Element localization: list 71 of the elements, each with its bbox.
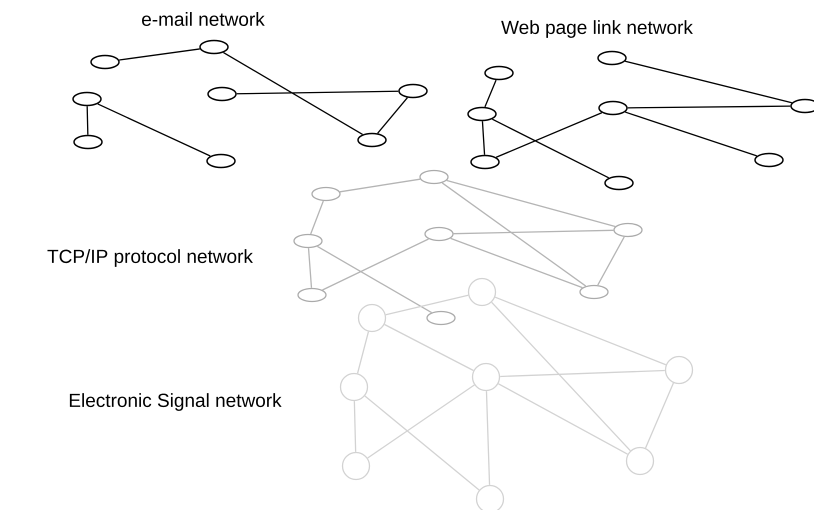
network-node [426, 310, 456, 326]
network-node [311, 186, 341, 202]
connector-line [442, 182, 586, 287]
connector-line [317, 246, 432, 314]
network-title: e-mail network [142, 12, 265, 26]
network-title: Web page link network [501, 20, 693, 38]
network-title: TCP/IP protocol network [47, 249, 253, 267]
connector-line [492, 118, 609, 178]
network-node [72, 92, 102, 106]
network-title: Electronic Signal network [70, 393, 282, 411]
network-node [342, 452, 370, 480]
network-node [90, 54, 120, 70]
network-node [470, 154, 500, 170]
connector-line [500, 370, 665, 378]
network-node [358, 304, 386, 332]
connector-line [597, 236, 625, 286]
connector-line [97, 103, 211, 157]
connector-line [377, 97, 408, 134]
connector-line [119, 48, 200, 61]
connector-line [322, 238, 429, 291]
connector-line [364, 395, 480, 490]
connector-line [86, 106, 88, 135]
connector-line [498, 383, 628, 455]
network-node [476, 484, 504, 510]
connector-line [354, 401, 356, 452]
connector-line [625, 60, 792, 104]
connector-line [486, 391, 490, 485]
connector-line [223, 52, 363, 135]
network-node [424, 226, 454, 242]
connector-line [482, 121, 486, 155]
network-node [626, 446, 654, 476]
network-node [604, 176, 634, 190]
network-node [206, 154, 236, 168]
network-node [73, 134, 103, 150]
network-node [484, 66, 514, 80]
connector-line [340, 178, 420, 192]
connector-line [644, 382, 674, 448]
network-node [579, 284, 609, 300]
network-node [207, 86, 237, 102]
network-node [357, 132, 387, 148]
connector-line [236, 90, 398, 94]
connector-line [384, 324, 474, 372]
connector-line [446, 180, 616, 228]
connector-line [367, 384, 475, 459]
network-node [297, 288, 327, 302]
network-node [597, 50, 627, 66]
network-node [613, 222, 643, 238]
network-node [472, 362, 500, 392]
connector-line [491, 302, 631, 452]
network-node [398, 84, 428, 98]
network-node [664, 356, 694, 384]
network-node [467, 106, 497, 122]
network-node [790, 98, 814, 114]
connector-line [494, 296, 666, 366]
connector-line [628, 106, 790, 108]
network-node [293, 234, 323, 248]
network-node [754, 152, 784, 168]
network-node [340, 372, 368, 402]
network-node [598, 100, 628, 116]
network-node [468, 278, 496, 306]
connector-line [496, 112, 602, 158]
network-node [199, 40, 229, 54]
connector-line [386, 294, 468, 316]
connector-line [450, 238, 583, 288]
connector-line [484, 80, 497, 108]
connector-line [308, 248, 312, 288]
network-node [419, 170, 449, 184]
connector-line [625, 111, 757, 157]
connector-line [454, 230, 614, 234]
connector-line [310, 200, 324, 234]
connector-line [356, 332, 370, 374]
